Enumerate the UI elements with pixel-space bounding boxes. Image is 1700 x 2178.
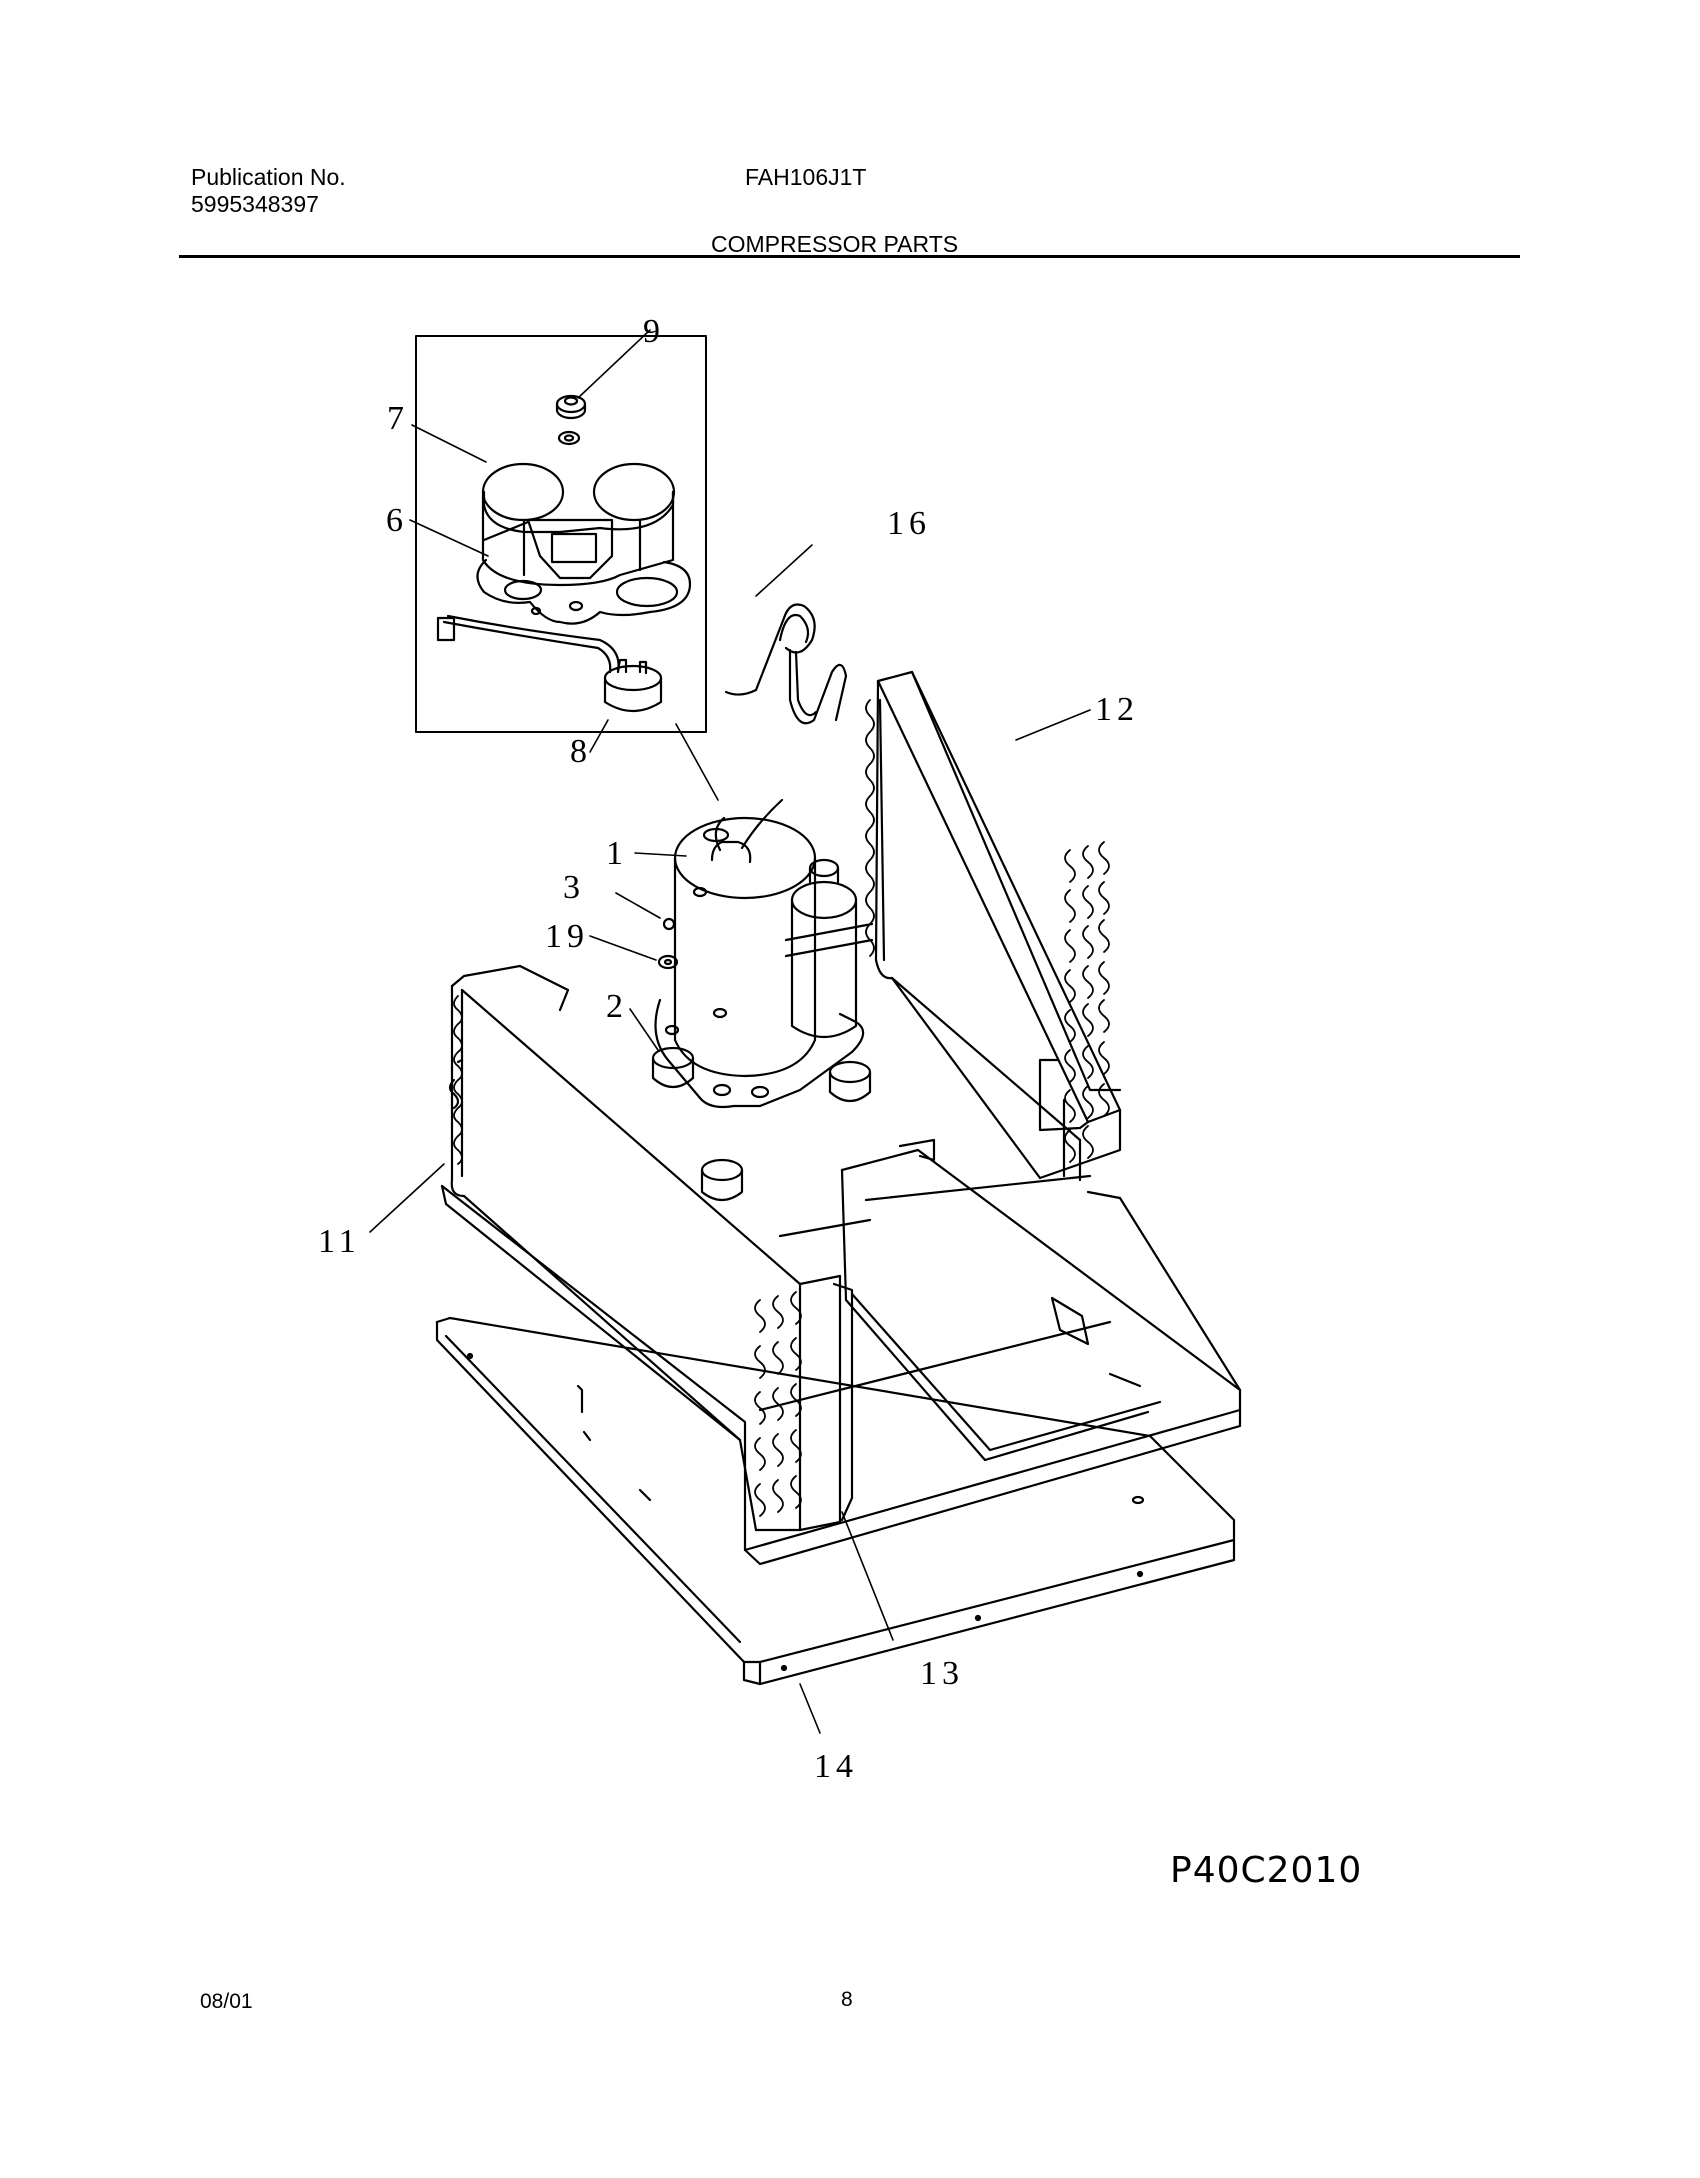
page-number: 8 [841, 1988, 853, 2011]
inset-box [415, 335, 707, 733]
diagram-code: P40C2010 [1170, 1850, 1363, 1891]
callout-19: 19 [545, 918, 589, 955]
callout-7: 7 [387, 400, 404, 437]
part-2-grommet-center [700, 1158, 744, 1202]
part-19-washer [657, 954, 679, 970]
part-9-washer [557, 430, 581, 446]
footer-date: 08/01 [200, 1990, 253, 2013]
callout-2: 2 [606, 988, 623, 1025]
part-12-coil [874, 670, 1122, 1182]
part-2-grommet-right [828, 1060, 872, 1103]
callout-8: 8 [570, 733, 587, 770]
callout-9: 9 [643, 313, 660, 350]
publication-number: 5995348397 [191, 191, 319, 217]
part-9-nut [555, 394, 587, 420]
callout-11: 11 [318, 1223, 361, 1260]
part-12-coil-hairpins [865, 699, 1110, 1163]
part-14-tray [435, 1316, 1236, 1686]
part-11-coil [448, 964, 854, 1532]
callout-3: 3 [563, 869, 580, 906]
leader-lines [369, 329, 1091, 1734]
callout-16: 16 [887, 505, 931, 542]
part-1-compressor [654, 798, 874, 1109]
callout-12: 12 [1095, 691, 1139, 728]
model-number: FAH106J1T [745, 164, 867, 190]
section-title: COMPRESSOR PARTS [711, 231, 959, 257]
part-11-coil-hairpins [453, 995, 802, 1517]
part-7-cover [481, 462, 676, 587]
part-3-bolt [662, 917, 676, 931]
publication-label: Publication No. [191, 164, 346, 190]
part-2-grommet-left [651, 1046, 695, 1089]
part-6-gasket [476, 558, 692, 625]
callout-13: 13 [920, 1655, 964, 1692]
callout-6: 6 [386, 502, 403, 539]
part-8-overload [436, 614, 663, 713]
callout-14: 14 [814, 1748, 858, 1785]
part-13-base-pan [440, 1138, 1242, 1566]
part-16-clip [724, 603, 848, 725]
header-rule [179, 255, 1520, 258]
callout-1: 1 [606, 835, 623, 872]
